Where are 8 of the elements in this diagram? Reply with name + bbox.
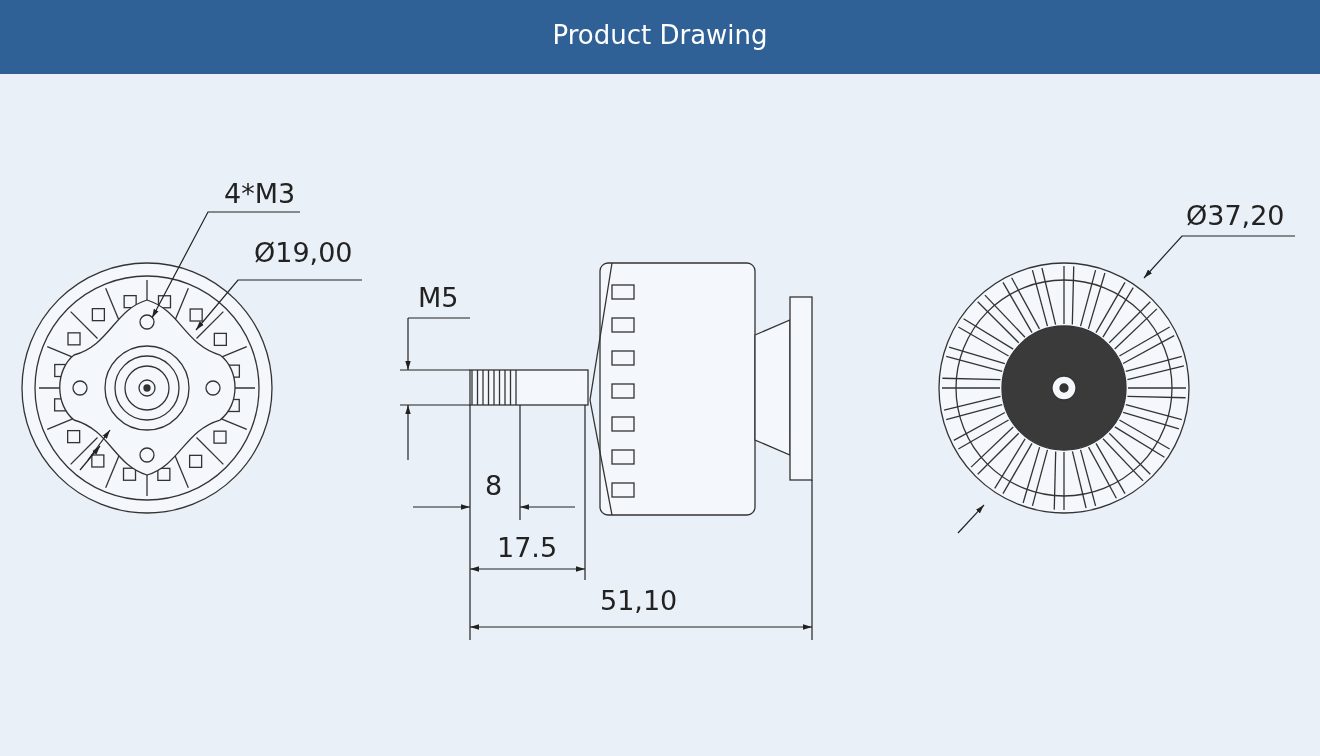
dimension-label: Ø19,00 xyxy=(254,237,353,268)
dimension-label: Ø37,20 xyxy=(1186,200,1285,231)
dimension-label: 51,10 xyxy=(600,585,678,616)
dimension-label: 17.5 xyxy=(497,532,558,563)
dimension-label: 4*M3 xyxy=(224,178,296,209)
page-title: Product Drawing xyxy=(551,20,769,50)
dimension-label: 8 xyxy=(485,470,503,501)
dimension-label: M5 xyxy=(418,282,459,313)
